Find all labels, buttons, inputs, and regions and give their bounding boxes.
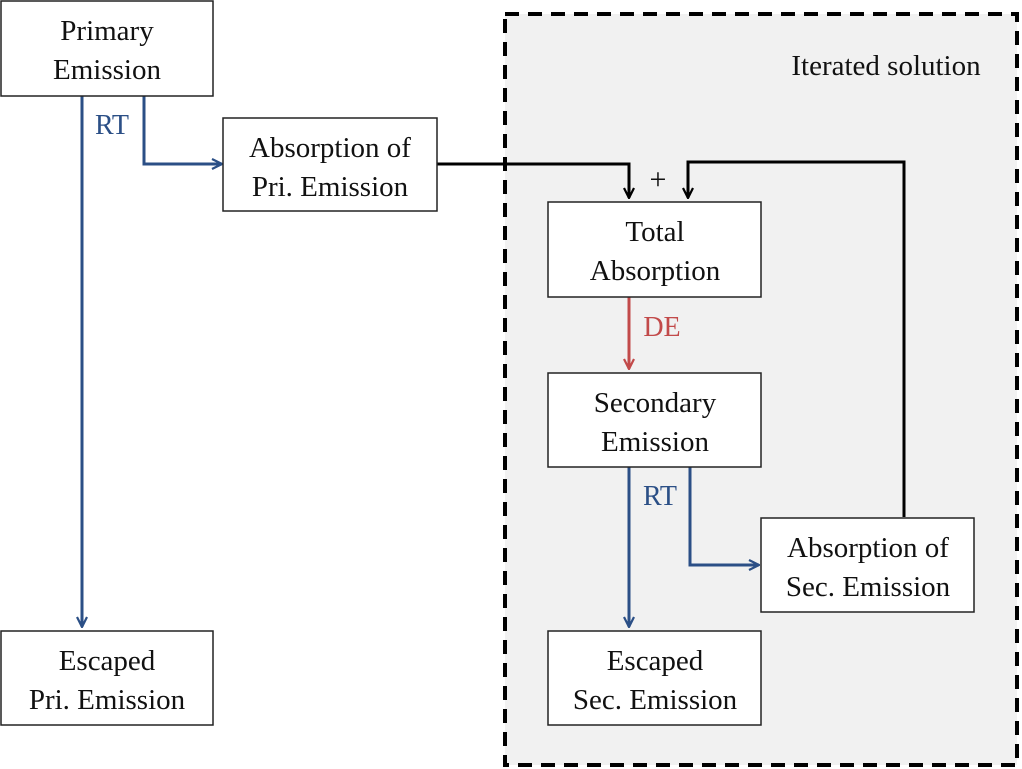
escaped-sec-emission-node: Escaped Sec. Emission [547,630,762,726]
total-absorption-node: Total Absorption [547,201,762,298]
iterated-solution-label: Iterated solution [791,50,981,82]
node-label-line: Absorption of [249,132,411,164]
node-label-line: Escaped [607,645,704,677]
absorption-pri-emission-node: Absorption of Pri. Emission [222,117,438,212]
primary-emission-node: Primary Emission [0,0,214,97]
node-label-line: Secondary [594,387,717,419]
node-label-line: Absorption [590,255,721,287]
node-label-line: Primary [60,15,154,47]
node-label-line: Emission [601,426,709,458]
node-label-line: Emission [53,54,161,86]
escaped-pri-emission-node: Escaped Pri. Emission [0,630,214,726]
node-label-line: Sec. Emission [573,684,738,716]
rt-label-secondary: RT [643,481,677,512]
absorption-sec-feedback-arrow [688,160,906,517]
rt-secondary-to-absorption-arrow [688,467,759,565]
secondary-emission-node: Secondary Emission [547,372,762,468]
rt-label-primary: RT [95,110,129,141]
plus-sign: + [650,163,667,196]
de-label: DE [643,312,680,343]
node-label-line: Escaped [59,645,156,677]
rt-primary-to-absorption-arrow [142,96,222,164]
node-label-line: Total [625,216,684,248]
node-label-line: Pri. Emission [29,684,186,716]
node-label-line: Pri. Emission [252,171,409,203]
node-label-line: Absorption of [787,532,949,564]
absorption-sec-emission-node: Absorption of Sec. Emission [760,517,975,613]
absorption-pri-to-total-arrow [437,162,629,198]
node-label-line: Sec. Emission [786,571,951,603]
